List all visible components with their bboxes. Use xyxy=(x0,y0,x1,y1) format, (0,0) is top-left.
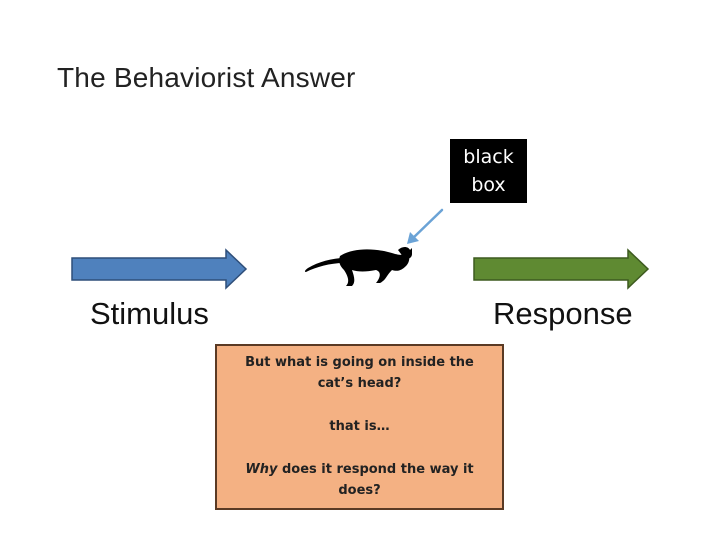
callout-why-question: Why does it respond the way it does? xyxy=(229,459,490,501)
cat-silhouette-icon xyxy=(304,247,412,286)
response-label: Response xyxy=(493,296,633,331)
black-box-line1: black xyxy=(463,146,514,168)
pointer-arrow xyxy=(407,208,444,244)
callout-why-rest: does it respond the way it does? xyxy=(277,462,474,498)
callout-why-word: Why xyxy=(245,462,278,477)
black-box: black box xyxy=(450,139,527,203)
stimulus-label: Stimulus xyxy=(90,296,209,331)
black-box-line2: box xyxy=(471,174,506,196)
question-callout: But what is going on inside the cat’s he… xyxy=(215,344,504,510)
slide-title: The Behaviorist Answer xyxy=(57,62,356,93)
callout-that-is: that is… xyxy=(329,419,390,434)
response-arrow xyxy=(473,248,650,290)
stimulus-arrow xyxy=(71,248,248,290)
callout-question: But what is going on inside the cat’s he… xyxy=(245,355,474,391)
